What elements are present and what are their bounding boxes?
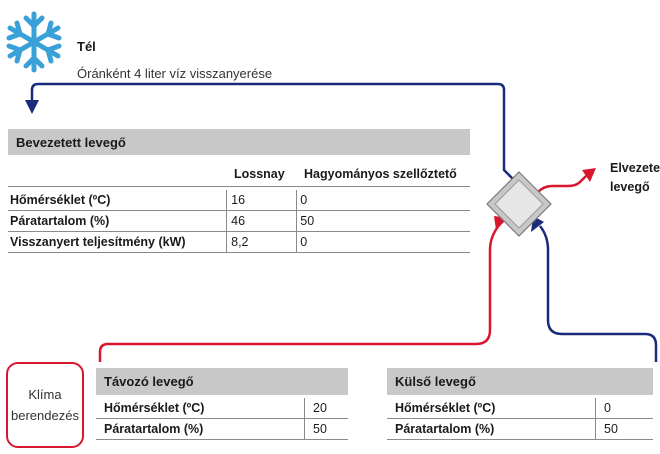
row-label: Hőmérséklet (ºC) — [10, 193, 111, 207]
table-row: Hőmérséklet (ºC) 0 — [387, 398, 653, 419]
table-row: Páratartalom (%) 50 — [96, 419, 348, 440]
row-label: Hőmérséklet (ºC) — [104, 401, 205, 415]
column-header-conventional: Hagyományos szellőztető — [304, 167, 457, 181]
climate-unit-line2: berendezés — [11, 408, 79, 423]
row-value: 0 — [595, 398, 653, 418]
exhaust-air-label: Elvezetett levegő — [610, 159, 660, 197]
table-row: Páratartalom (%) 50 — [387, 419, 653, 440]
row-label: Páratartalom (%) — [10, 214, 110, 228]
lossnay-value: 8,2 — [231, 235, 249, 249]
return-table-title: Távozó levegő — [96, 368, 348, 395]
climate-unit-box: Klíma berendezés — [6, 362, 84, 448]
lossnay-value: 16 — [231, 193, 246, 207]
outside-air-path — [539, 225, 658, 362]
supply-air-path — [30, 82, 519, 185]
exhaust-arrowhead — [582, 168, 596, 182]
row-label: Páratartalom (%) — [395, 422, 495, 436]
exhaust-label-line2: levegő — [610, 180, 650, 194]
column-header-lossnay: Lossnay — [234, 167, 285, 181]
season-title: Tél — [77, 39, 96, 54]
table-row: Páratartalom (%) 46 50 — [8, 211, 470, 232]
snowflake-icon — [6, 11, 62, 73]
exhaust-air-path — [515, 175, 587, 215]
conventional-value: 0 — [300, 193, 308, 207]
conventional-value: 50 — [300, 214, 315, 228]
supply-table-title: Bevezetett levegő — [8, 129, 470, 155]
row-label: Visszanyert teljesítmény (kW) — [10, 235, 186, 249]
supply-arrowhead — [25, 100, 39, 114]
row-value: 20 — [304, 398, 348, 418]
lossnay-value: 46 — [231, 214, 246, 228]
table-row: Visszanyert teljesítmény (kW) 8,2 0 — [8, 232, 470, 253]
column-divider — [226, 190, 227, 253]
column-divider — [296, 190, 297, 253]
table-row: Hőmérséklet (ºC) 20 — [96, 398, 348, 419]
row-label: Hőmérséklet (ºC) — [395, 401, 496, 415]
season-subtitle: Óránként 4 liter víz visszanyerése — [77, 66, 273, 81]
exhaust-label-line1: Elvezetett — [610, 161, 660, 175]
climate-unit-line1: Klíma — [28, 387, 62, 402]
return-air-path — [98, 223, 501, 362]
outside-table-title: Külső levegő — [387, 368, 653, 395]
row-value: 50 — [304, 419, 348, 439]
row-value: 50 — [595, 419, 653, 439]
conventional-value: 0 — [300, 235, 308, 249]
heat-exchanger-icon — [486, 171, 552, 237]
supply-table-header-rule — [8, 186, 470, 187]
row-label: Páratartalom (%) — [104, 422, 204, 436]
table-row: Hőmérséklet (ºC) 16 0 — [8, 190, 470, 211]
